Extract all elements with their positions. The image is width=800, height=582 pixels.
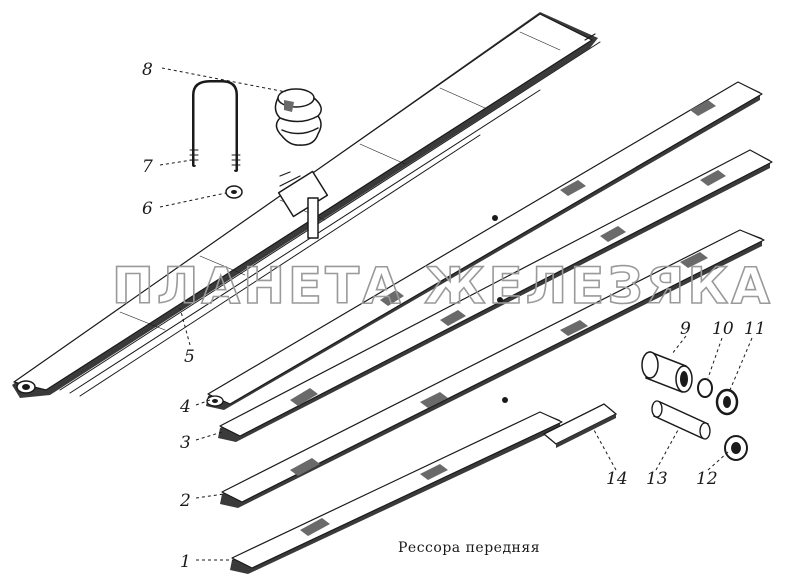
leaf-4: [206, 81, 763, 410]
leaf-2: [220, 229, 765, 508]
leaf-1: [230, 411, 563, 574]
seal-ring: [697, 378, 713, 398]
callout-10: 10: [712, 319, 734, 339]
callout-2: 2: [179, 491, 191, 511]
callout-5: 5: [184, 347, 195, 367]
washer: [715, 388, 739, 416]
callout-1: 1: [180, 552, 191, 572]
bushing: [641, 350, 693, 394]
watermark: ПЛАНЕТА ЖЕЛЕЗЯКА: [112, 257, 773, 315]
callout-11: 11: [744, 319, 766, 339]
rubber-bumper: [274, 88, 322, 146]
callout-6: 6: [142, 199, 153, 219]
callout-9: 9: [680, 319, 691, 339]
callout-13: 13: [646, 469, 668, 489]
callout-3: 3: [180, 433, 191, 453]
nut: [724, 435, 748, 461]
callout-4: 4: [179, 397, 191, 417]
pin: [651, 400, 711, 440]
callout-14: 14: [606, 469, 628, 489]
spring-assembly: [12, 12, 601, 398]
leaf-3: [218, 149, 773, 442]
leader-lines: [159, 67, 753, 561]
callout-7: 7: [142, 157, 153, 177]
diagram-caption: Рессора передняя: [398, 540, 540, 556]
callout-12: 12: [696, 469, 718, 489]
pad-plate: [542, 403, 618, 448]
bolt-nut: [225, 185, 243, 199]
u-bolt: [189, 80, 241, 172]
callout-8: 8: [142, 60, 153, 80]
